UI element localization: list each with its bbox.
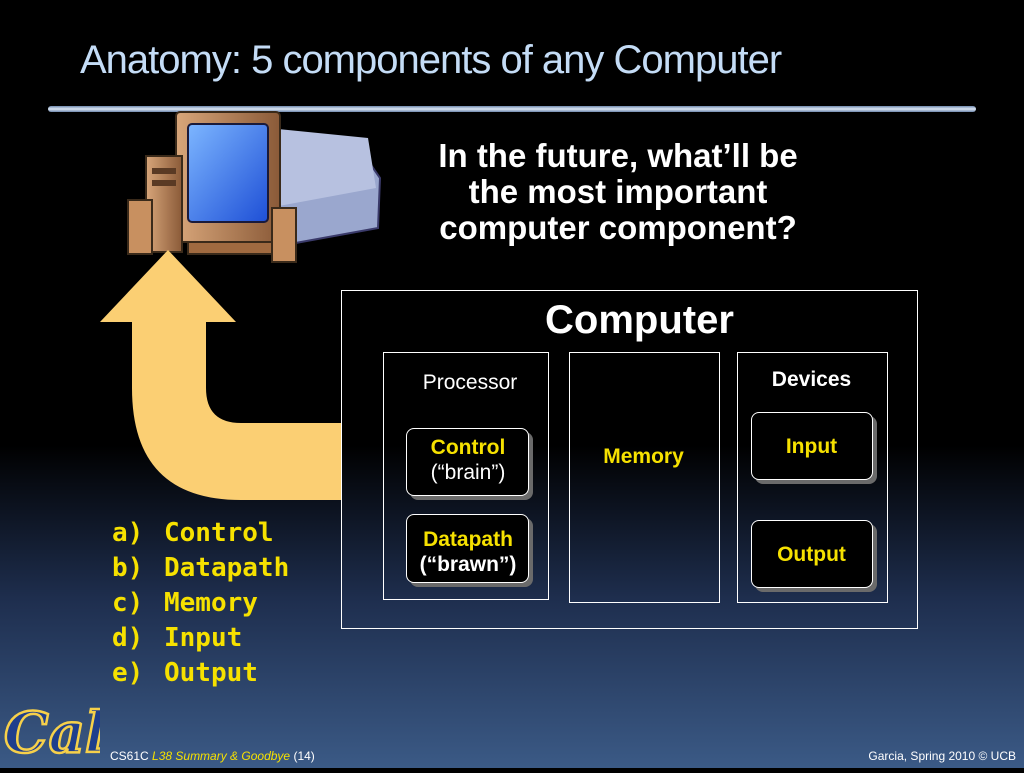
slide-title: Anatomy: 5 components of any Computer <box>80 38 782 82</box>
output-label: Output <box>777 543 846 566</box>
footer-left: CS61C L38 Summary & Goodbye (14) <box>110 749 315 763</box>
processor-box <box>383 352 549 600</box>
footer-page: (14) <box>293 749 315 763</box>
choice-item: d)Input <box>112 623 243 653</box>
choice-item: b)Datapath <box>112 553 290 583</box>
datapath-box <box>406 514 529 583</box>
control-box <box>406 428 529 496</box>
control-text: Control (“brain”) <box>406 435 530 485</box>
processor-label: Processor <box>422 371 518 394</box>
footer-credit: Garcia, Spring 2010 © UCB <box>868 749 1016 763</box>
svg-text:Cal: Cal <box>4 700 100 766</box>
footer-course: CS61C <box>110 749 149 763</box>
desktop-computer-icon <box>118 108 382 273</box>
computer-box <box>341 290 918 629</box>
answer-choices: a)Control b)Datapath c)Memory d)Input e)… <box>112 516 289 691</box>
datapath-sub: (“brawn”) <box>419 553 517 576</box>
footer-lecture: L38 Summary & Goodbye <box>152 749 291 763</box>
question-text: In the future, what’ll be the most impor… <box>438 137 798 246</box>
choice-item: a)Control <box>112 518 274 548</box>
datapath-label: Datapath <box>423 528 513 551</box>
memory-label: Memory <box>603 445 684 468</box>
datapath-text: Datapath (“brawn”) <box>406 527 530 577</box>
cal-logo: Cal <box>0 690 108 773</box>
computer-label: Computer <box>545 298 734 342</box>
choice-item: e)Output <box>112 658 258 688</box>
devices-box <box>737 352 888 603</box>
memory-box <box>569 352 720 603</box>
title-divider <box>48 106 976 112</box>
output-box <box>751 520 873 588</box>
input-box <box>751 412 873 480</box>
control-sub: (“brain”) <box>430 461 506 484</box>
up-arrow-icon <box>98 248 348 508</box>
control-label: Control <box>430 436 506 459</box>
input-label: Input <box>785 435 838 458</box>
choice-item: c)Memory <box>112 588 258 618</box>
devices-label: Devices <box>771 368 852 391</box>
